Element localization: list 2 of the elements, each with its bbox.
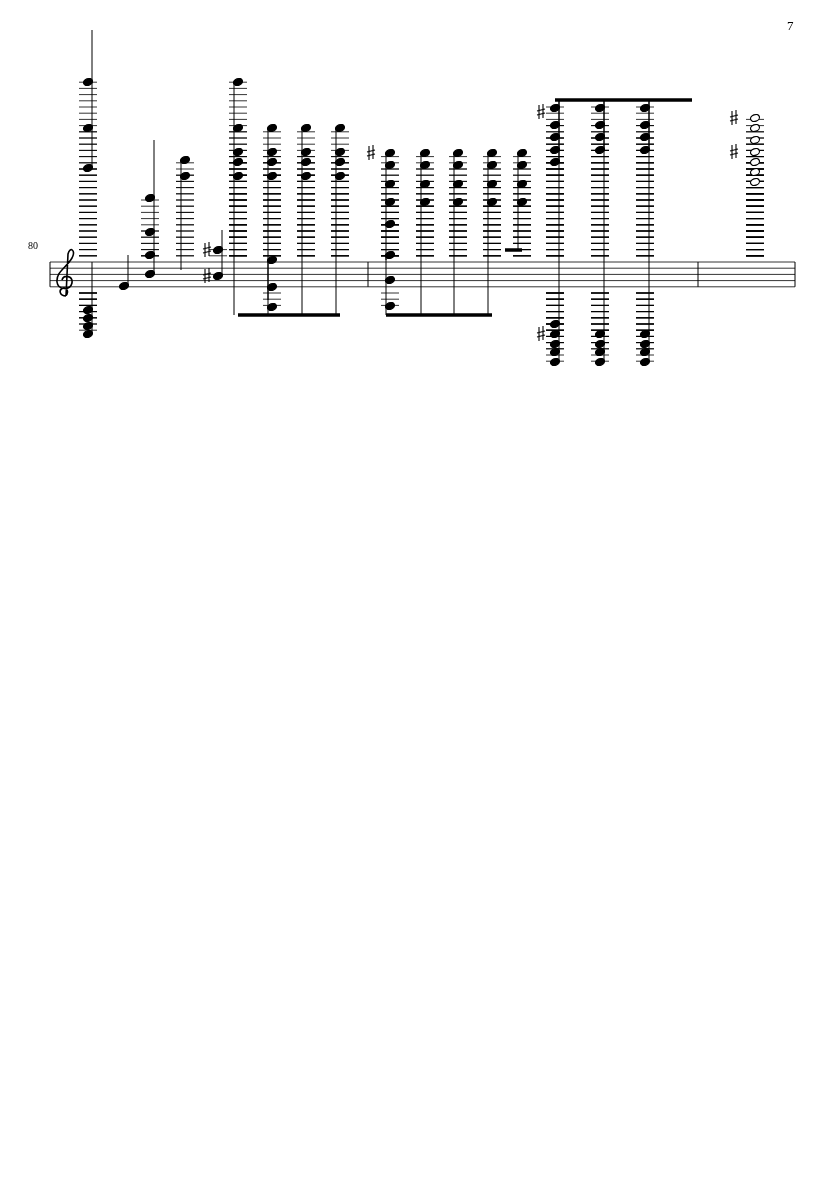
page-number: 7: [787, 18, 794, 34]
measure-number: 80: [28, 240, 38, 251]
